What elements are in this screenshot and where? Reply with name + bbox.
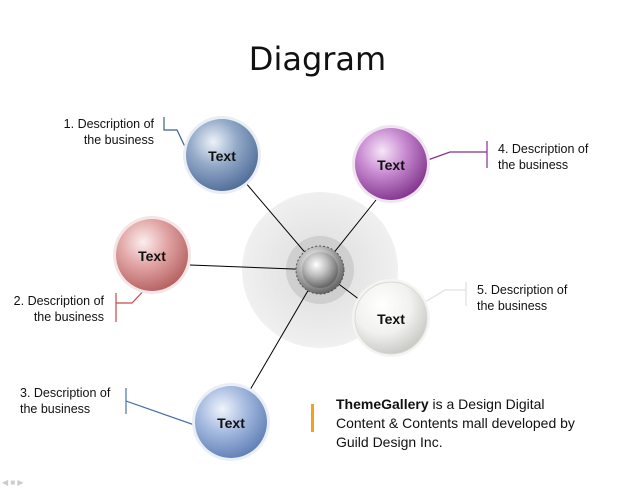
node-3[interactable]: Text bbox=[192, 383, 270, 461]
description-2-line1: 2. Description of bbox=[13, 294, 104, 308]
node-1-label: Text bbox=[208, 148, 236, 164]
description-5-line1: 5. Description of bbox=[477, 283, 568, 297]
node-5-label: Text bbox=[377, 311, 405, 327]
node-4-label: Text bbox=[377, 157, 405, 173]
callout-5 bbox=[424, 282, 467, 306]
description-3: 3. Description of the business bbox=[20, 385, 130, 417]
note-text: is a Design Digital Content & Contents m… bbox=[336, 396, 575, 450]
description-1-line2: the business bbox=[83, 133, 154, 147]
page-title: Diagram bbox=[248, 40, 387, 78]
description-3-line2: the business bbox=[20, 402, 91, 416]
description-4: 4. Description of the business bbox=[498, 141, 608, 173]
description-4-line1: 4. Description of bbox=[498, 142, 589, 156]
description-5: 5. Description of the business bbox=[477, 282, 587, 314]
description-5-line2: the business bbox=[477, 299, 548, 313]
node-1[interactable]: Text bbox=[183, 116, 261, 194]
description-4-line2: the business bbox=[498, 158, 569, 172]
description-3-line1: 3. Description of bbox=[20, 386, 111, 400]
note-accent-bar bbox=[311, 404, 314, 432]
note-brand: ThemeGallery bbox=[336, 396, 429, 412]
description-2: 2. Description of the business bbox=[2, 293, 104, 325]
description-1-line1: 1. Description of bbox=[63, 117, 154, 131]
node-2-label: Text bbox=[138, 248, 166, 264]
node-5[interactable]: Text bbox=[352, 279, 430, 357]
description-2-line2: the business bbox=[33, 310, 104, 324]
slideshow-toolbar-icon[interactable]: ◀ ■ ▶ bbox=[2, 478, 24, 487]
node-4[interactable]: Text bbox=[352, 125, 430, 203]
hub-core bbox=[302, 252, 338, 288]
node-2[interactable]: Text bbox=[113, 216, 191, 294]
company-note: ThemeGallery is a Design Digital Content… bbox=[336, 395, 576, 452]
description-1: 1. Description of the business bbox=[50, 116, 154, 148]
node-3-label: Text bbox=[217, 415, 245, 431]
